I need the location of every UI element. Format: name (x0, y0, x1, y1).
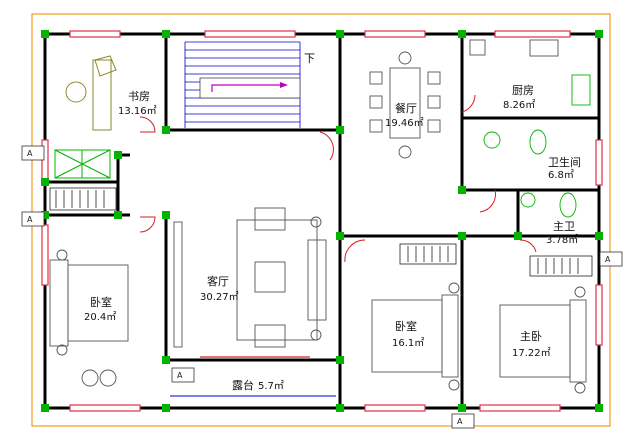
living-name: 客厅 (207, 274, 229, 288)
master-bath-area: 3.78㎡ (546, 234, 578, 246)
master-bedroom-name: 主卧 (520, 330, 542, 343)
study-furniture (65, 55, 117, 131)
dining-name: 餐厅 (395, 101, 417, 115)
section-markers (21, 145, 623, 429)
section-mark-2: A (27, 215, 33, 224)
dining-table (369, 51, 441, 159)
section-mark-5: A (605, 255, 611, 264)
study-area: 13.16㎡ (118, 105, 157, 117)
kitchen-area: 8.26㎡ (503, 99, 535, 111)
kitchen-counter (469, 39, 591, 106)
windows (41, 30, 603, 412)
bedroom-left-area: 20.4㎡ (84, 311, 116, 323)
doors (139, 94, 537, 263)
wardrobe-master (529, 255, 593, 277)
bedroom-mid-area: 16.1㎡ (392, 337, 424, 349)
master-bath-name: 主卫 (553, 220, 575, 233)
kitchen-name: 厨房 (512, 84, 534, 97)
living-area: 30.27㎡ (200, 291, 239, 303)
living-furniture (173, 207, 327, 348)
bathroom-fixtures (483, 129, 577, 218)
bed-mid (371, 282, 460, 391)
bathroom-name: 卫生间 (548, 155, 581, 169)
wardrobe-left (49, 187, 117, 211)
dining-area: 19.46㎡ (385, 117, 424, 129)
interior-walls (45, 34, 599, 408)
stair-down-label: 下 (304, 52, 315, 65)
study-name: 书房 (128, 90, 150, 103)
section-mark-4: A (457, 417, 463, 426)
exterior-walls (43, 32, 601, 410)
staircase (184, 41, 301, 128)
terrace-name: 露台 (232, 378, 254, 392)
bed-left (49, 249, 129, 387)
section-mark-1: A (27, 149, 33, 158)
wardrobe-mid (399, 243, 457, 265)
bed-master (499, 286, 587, 394)
bathroom-area: 6.8㎡ (548, 169, 574, 181)
structural-columns (41, 30, 603, 412)
bedroom-left-name: 卧室 (90, 295, 112, 309)
study-partition (54, 149, 111, 179)
master-bedroom-area: 17.22㎡ (512, 347, 551, 359)
terrace-area: 5.7㎡ (258, 380, 284, 392)
bedroom-mid-name: 卧室 (395, 319, 417, 333)
section-mark-3: A (177, 371, 183, 380)
